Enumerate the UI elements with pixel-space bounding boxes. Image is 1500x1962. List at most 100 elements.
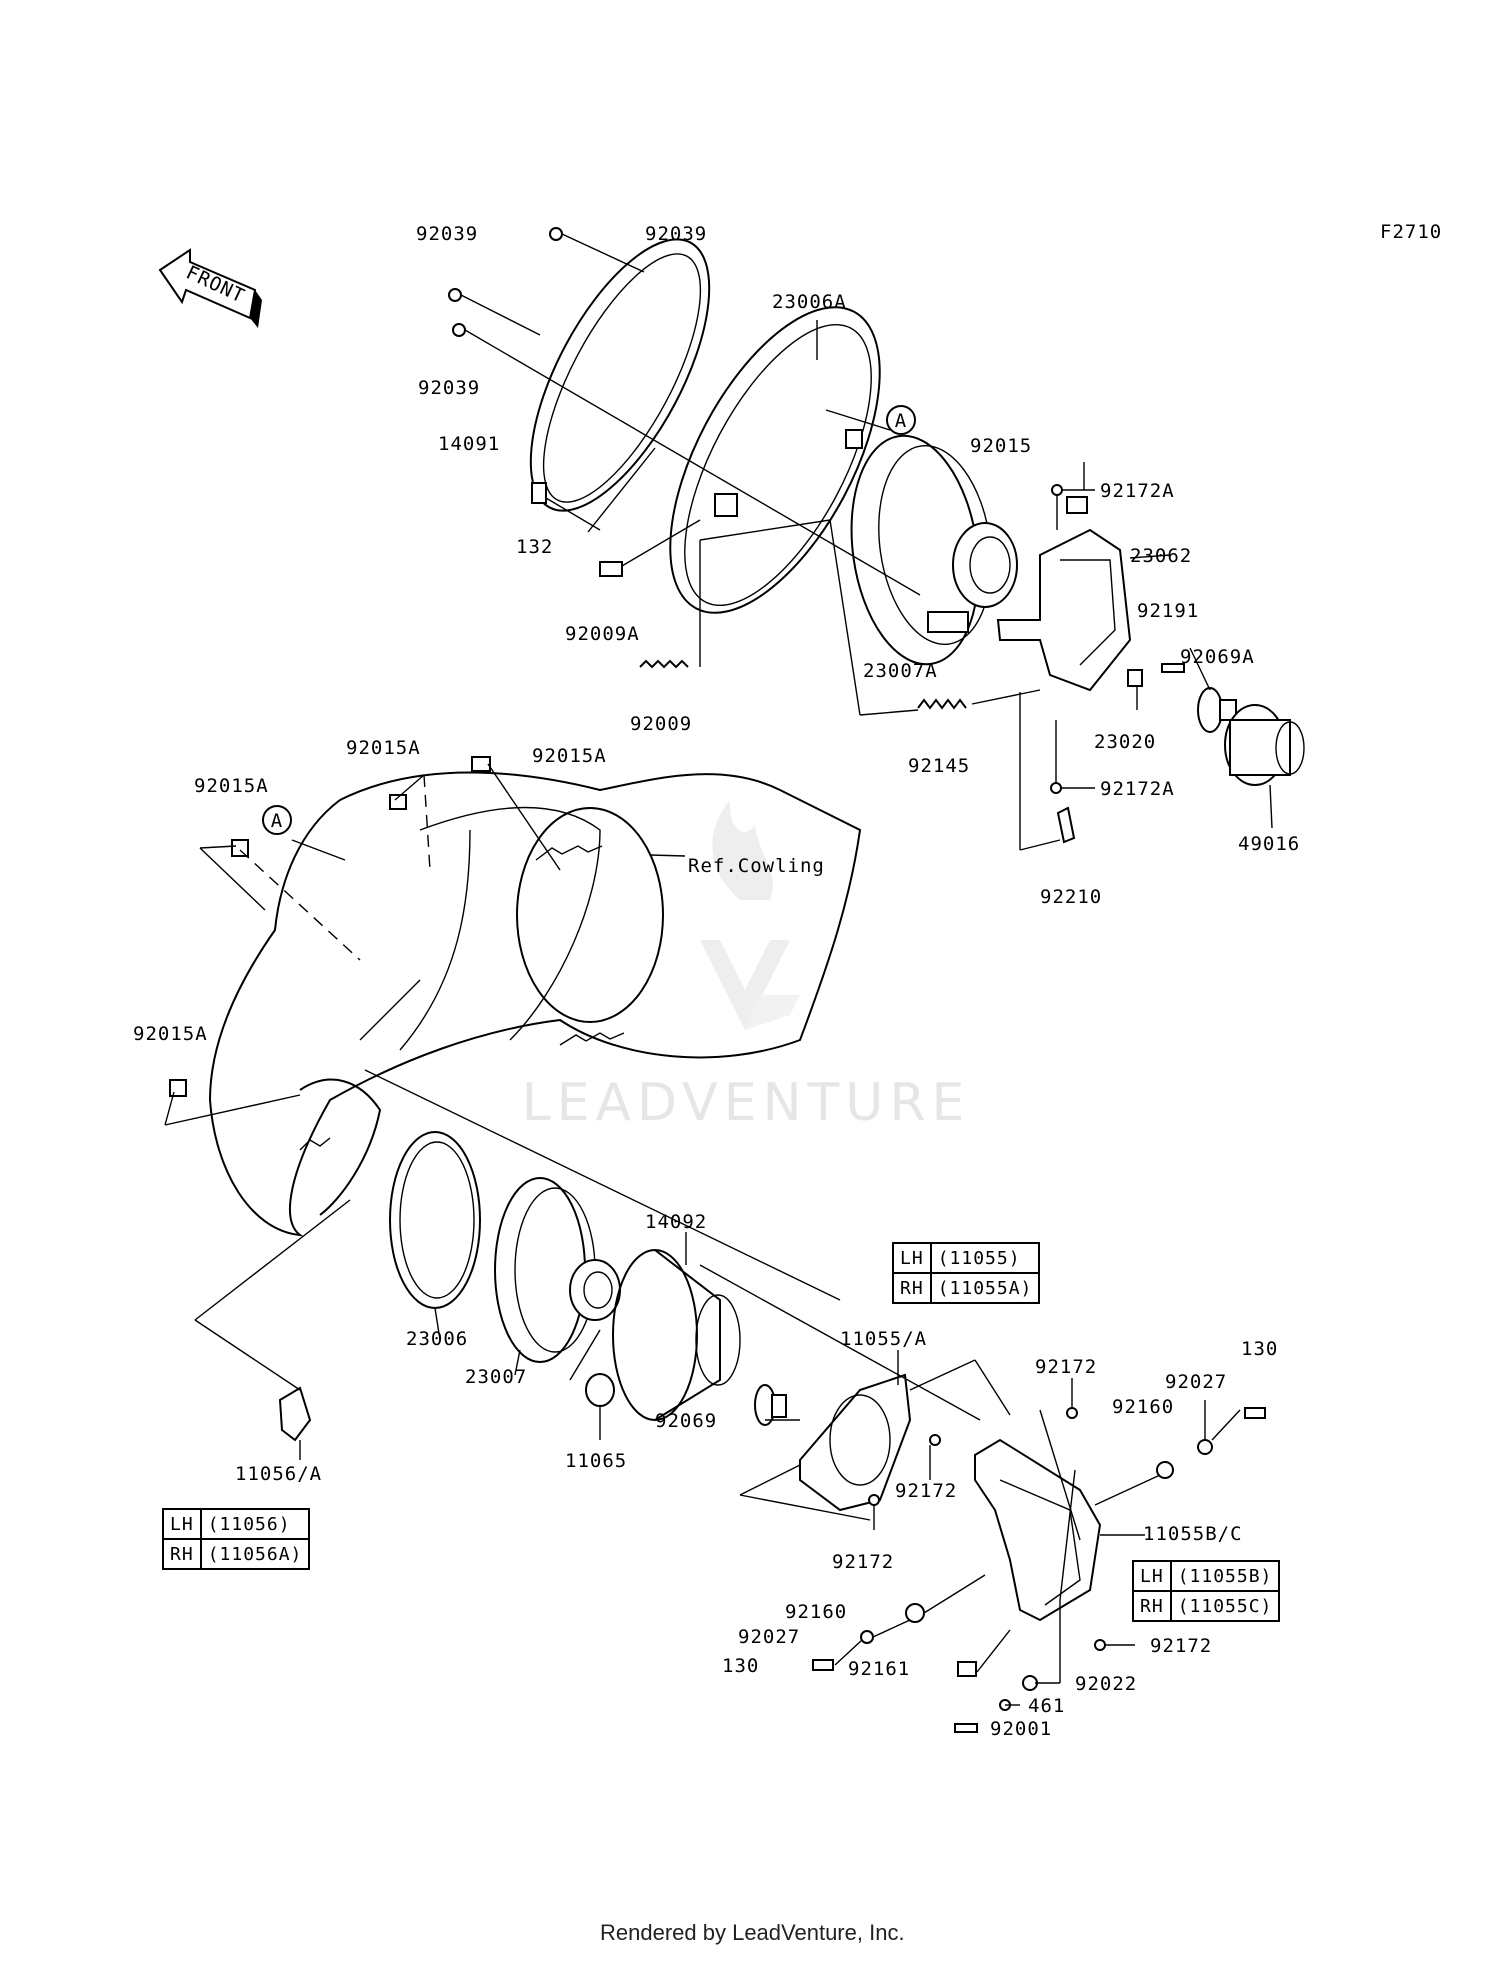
label-92015A: 92015A xyxy=(133,1023,208,1045)
nut-92015A-d xyxy=(169,1079,187,1097)
label-130: 130 xyxy=(722,1655,759,1677)
table-row: LH(11055B) xyxy=(1132,1560,1281,1592)
label-14092: 14092 xyxy=(645,1211,707,1233)
label-92001: 92001 xyxy=(990,1718,1052,1740)
callout-a-left: A xyxy=(262,805,292,835)
callout-a-top: A xyxy=(886,405,916,435)
label-92210: 92210 xyxy=(1040,886,1102,908)
label-92160: 92160 xyxy=(1112,1396,1174,1418)
label-23020: 23020 xyxy=(1094,731,1156,753)
label-92069: 92069 xyxy=(655,1410,717,1432)
table-11056: LH(11056) RH(11056A) xyxy=(162,1508,311,1570)
part-cell: (11055) xyxy=(929,1242,1041,1274)
screw-92009A xyxy=(599,561,623,577)
cap-49016 xyxy=(1224,704,1305,786)
label-23006A: 23006A xyxy=(772,291,847,313)
label-132: 132 xyxy=(516,536,553,558)
label-92172A: 92172A xyxy=(1100,778,1175,800)
bracket-11055BC xyxy=(974,1438,1102,1622)
label-92009A: 92009A xyxy=(565,623,640,645)
label-92027: 92027 xyxy=(738,1626,800,1648)
screw-92039-a xyxy=(549,227,563,241)
label-92039: 92039 xyxy=(418,377,480,399)
label-92039: 92039 xyxy=(416,223,478,245)
bolt-130-b xyxy=(812,1659,834,1671)
part-cell: (11055C) xyxy=(1169,1590,1281,1622)
label-11055B-C: 11055B/C xyxy=(1143,1523,1243,1545)
side-cell: RH xyxy=(1132,1590,1172,1622)
rim-ring-14091 xyxy=(529,238,711,512)
side-cell: RH xyxy=(162,1538,202,1570)
side-cell: LH xyxy=(162,1508,202,1540)
label-92191: 92191 xyxy=(1137,600,1199,622)
bracket-11056A xyxy=(278,1386,312,1442)
headlight-unit-23007A xyxy=(850,434,1018,666)
screw-92172-c xyxy=(868,1494,880,1506)
bulb-92069A xyxy=(1197,687,1237,733)
svg-text:A: A xyxy=(895,410,907,432)
table-row: RH(11055A) xyxy=(892,1272,1041,1304)
washer-92027-a xyxy=(1197,1439,1213,1455)
table-row: RH(11056A) xyxy=(162,1538,311,1570)
label-23007: 23007 xyxy=(465,1366,527,1388)
label-92161: 92161 xyxy=(848,1658,910,1680)
label-92015A: 92015A xyxy=(346,737,421,759)
label-92027: 92027 xyxy=(1165,1371,1227,1393)
figure-code: F2710 xyxy=(1380,221,1442,243)
ring-23006 xyxy=(389,1131,481,1309)
washer-92027-b xyxy=(860,1630,874,1644)
front-arrow-icon: FRONT xyxy=(158,248,262,328)
part-cell: (11055A) xyxy=(929,1272,1041,1304)
label-92172: 92172 xyxy=(895,1480,957,1502)
label-92039: 92039 xyxy=(645,223,707,245)
label-92015: 92015 xyxy=(970,435,1032,457)
nut-92015A-b xyxy=(389,794,407,810)
ref-cowling-label: Ref.Cowling xyxy=(688,855,825,877)
label-92015A: 92015A xyxy=(194,775,269,797)
label-92009: 92009 xyxy=(630,713,692,735)
part-cell: (11055B) xyxy=(1169,1560,1281,1592)
housing-14092 xyxy=(612,1249,741,1421)
label-92160: 92160 xyxy=(785,1601,847,1623)
bolt-132 xyxy=(531,482,547,504)
cowling-shell xyxy=(208,771,862,1237)
nut-92015A-a xyxy=(471,756,491,772)
footer-credit: Rendered by LeadVenture, Inc. xyxy=(600,1920,905,1945)
bracket-11055 xyxy=(799,1373,912,1512)
screw-92001 xyxy=(954,1723,978,1733)
side-cell: RH xyxy=(892,1272,932,1304)
label-461: 461 xyxy=(1028,1695,1065,1717)
part-cell: (11056A) xyxy=(199,1538,311,1570)
band-92161 xyxy=(957,1661,977,1677)
screw-92039-c xyxy=(452,323,466,337)
part-cell: (11056) xyxy=(199,1508,311,1540)
leadventure-watermark-logo xyxy=(700,800,800,1030)
table-row: LH(11055) xyxy=(892,1242,1041,1274)
nut-92015A-c xyxy=(231,839,249,857)
mounting-ring-23006A xyxy=(669,306,881,614)
table-row: RH(11055C) xyxy=(1132,1590,1281,1622)
label-49016: 49016 xyxy=(1238,833,1300,855)
label-23006: 23006 xyxy=(406,1328,468,1350)
screw-92039-b xyxy=(448,288,462,302)
watermark-text: LEADVENTURE xyxy=(522,1073,971,1133)
table-row: LH(11056) xyxy=(162,1508,311,1540)
clip-23020 xyxy=(1127,669,1143,687)
part-labels: F2710 92039 92039 92039 23006A 14091 132… xyxy=(133,221,1442,1740)
label-92172: 92172 xyxy=(832,1551,894,1573)
leader-lines-cowling xyxy=(164,763,841,1301)
table-11055: LH(11055) RH(11055A) xyxy=(892,1242,1041,1304)
label-11056-A: 11056/A xyxy=(235,1463,322,1485)
spring-92145 xyxy=(917,698,967,710)
leader-lines-bottom xyxy=(194,1199,1241,1706)
screw-92172-b xyxy=(929,1434,941,1446)
clip-92015 xyxy=(1066,496,1088,514)
washer-92022 xyxy=(1022,1675,1038,1691)
label-14091: 14091 xyxy=(438,433,500,455)
grommet-92160-b xyxy=(905,1603,925,1623)
screw-92172-a xyxy=(1066,1407,1078,1419)
label-11065: 11065 xyxy=(565,1450,627,1472)
bulb-92069 xyxy=(754,1384,787,1426)
plate-92210 xyxy=(1056,806,1076,844)
